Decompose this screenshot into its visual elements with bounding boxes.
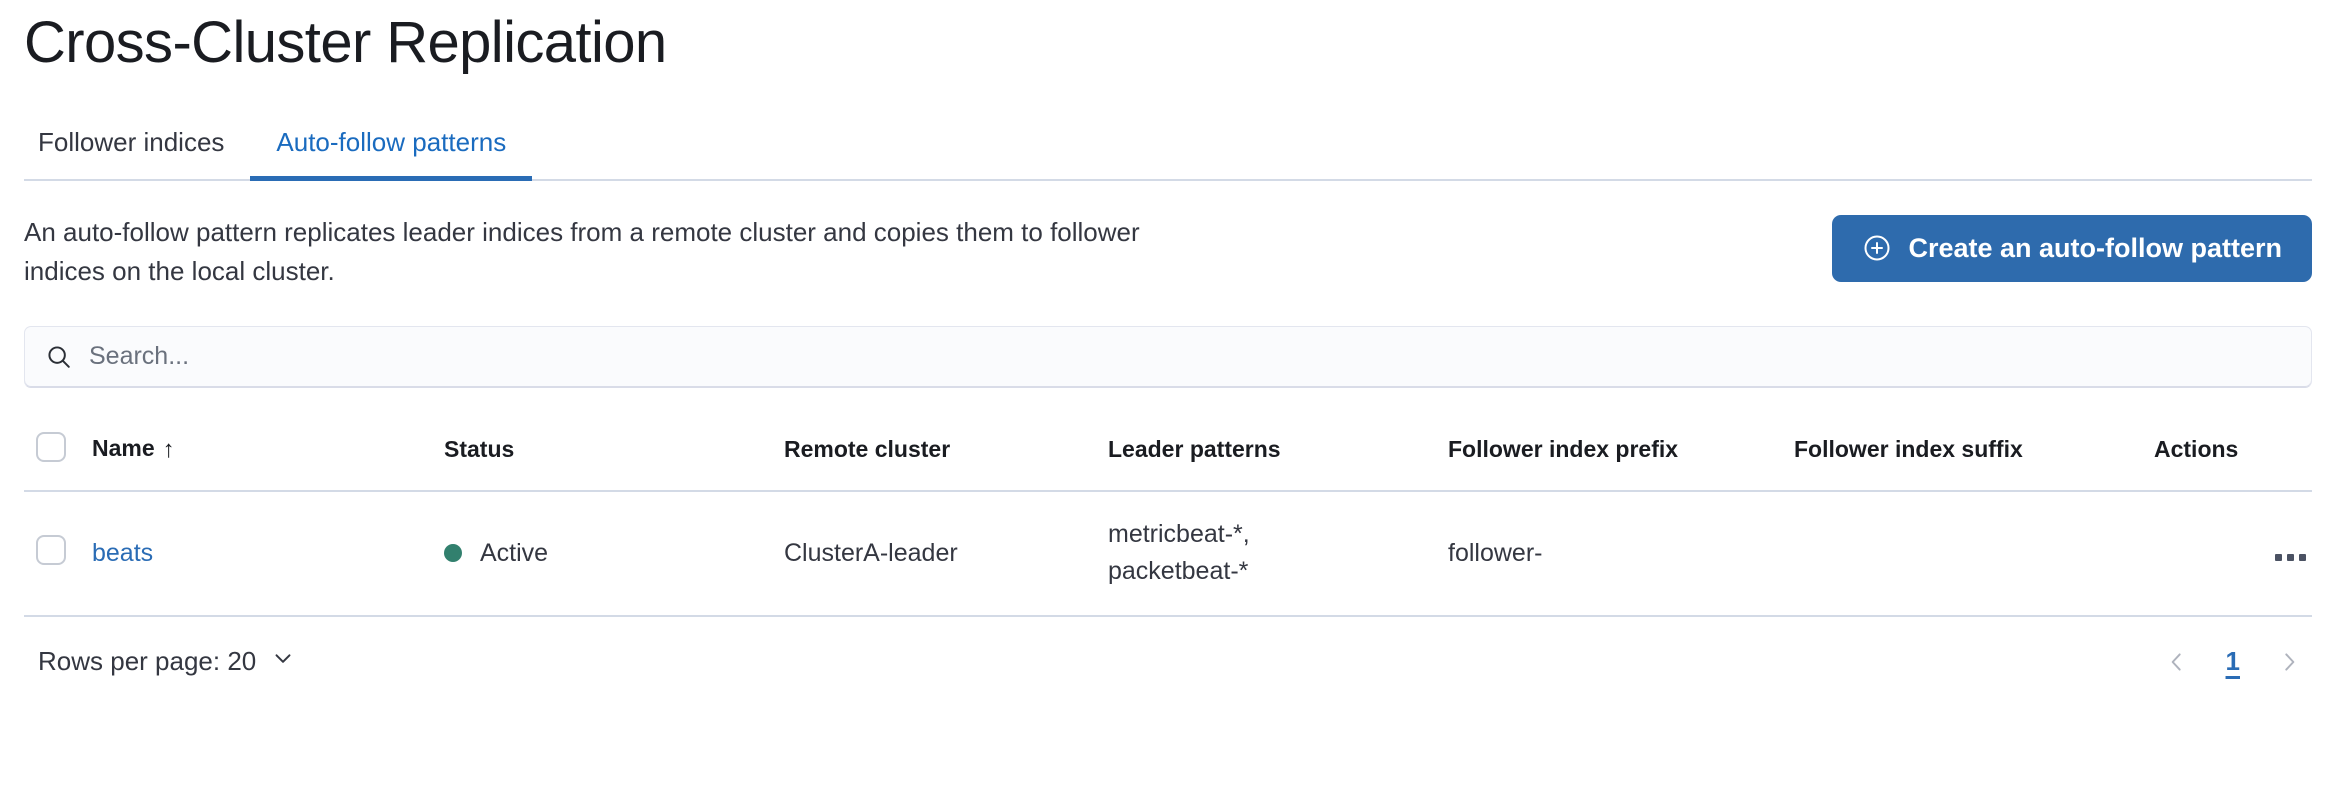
- column-header-label: Follower index suffix: [1794, 436, 2023, 463]
- cell-leader-patterns: metricbeat-*, packetbeat-*: [1108, 490, 1448, 617]
- status-label: Active: [480, 538, 549, 567]
- column-header-name[interactable]: Name ↑: [92, 417, 444, 492]
- intro-row: An auto-follow pattern replicates leader…: [24, 213, 2312, 292]
- tab-auto-follow-patterns[interactable]: Auto-follow patterns: [250, 126, 533, 181]
- rows-per-page-selector[interactable]: Rows per page: 20: [38, 645, 296, 678]
- leader-patterns-value: metricbeat-*, packetbeat-*: [1108, 519, 1250, 586]
- column-header-follower-index-prefix[interactable]: Follower index prefix: [1448, 417, 1794, 492]
- chevron-left-icon[interactable]: [2160, 645, 2194, 679]
- page-title: Cross-Cluster Replication: [24, 10, 667, 75]
- pattern-name-link[interactable]: beats: [92, 538, 154, 567]
- column-header-actions: Actions: [2154, 417, 2312, 492]
- sort-ascending-icon[interactable]: ↑: [162, 436, 175, 464]
- column-header-status[interactable]: Status: [444, 417, 784, 492]
- cell-status: Active: [444, 490, 784, 617]
- cell-follower-index-suffix: [1794, 490, 2154, 617]
- create-button-label: Create an auto-follow pattern: [1908, 232, 2282, 263]
- column-header-label: Leader patterns: [1108, 436, 1281, 463]
- cell-actions: [2154, 490, 2312, 617]
- column-header-label: Name: [92, 435, 155, 462]
- cell-name: beats: [92, 490, 444, 617]
- column-header-label: Status: [444, 436, 515, 463]
- table-header-row: Name ↑ Status Remote cluster Leader patte…: [24, 417, 2312, 492]
- row-select-checkbox[interactable]: [36, 534, 66, 565]
- tab-label: Follower indices: [38, 126, 225, 157]
- select-all-header: [24, 417, 92, 492]
- column-header-label: Actions: [2154, 436, 2239, 463]
- table-footer: Rows per page: 20 1: [24, 645, 2312, 679]
- pagination-page-1[interactable]: 1: [2225, 646, 2240, 677]
- row-select-cell: [24, 490, 92, 617]
- column-header-label: Follower index prefix: [1448, 436, 1679, 463]
- chevron-down-icon: [270, 645, 296, 678]
- tab-follower-indices[interactable]: Follower indices: [24, 129, 250, 179]
- search-input[interactable]: [89, 342, 2291, 372]
- column-header-leader-patterns[interactable]: Leader patterns: [1108, 417, 1448, 492]
- search-bar[interactable]: [24, 325, 2312, 388]
- ellipsis-horizontal-icon[interactable]: [2269, 548, 2312, 567]
- column-header-remote-cluster[interactable]: Remote cluster: [784, 417, 1108, 492]
- create-auto-follow-pattern-button[interactable]: Create an auto-follow pattern: [1832, 214, 2312, 282]
- search-icon: [45, 343, 73, 371]
- status-dot-icon: [444, 544, 462, 563]
- intro-description: An auto-follow pattern replicates leader…: [24, 216, 1140, 287]
- chevron-right-icon[interactable]: [2272, 645, 2306, 679]
- status-badge: Active: [444, 539, 784, 568]
- pagination: 1: [2160, 645, 2306, 679]
- table-row: beats Active ClusterA-leader metricbeat-…: [24, 490, 2312, 617]
- column-header-follower-index-suffix[interactable]: Follower index suffix: [1794, 417, 2154, 492]
- rows-per-page-label: Rows per page: 20: [38, 646, 257, 677]
- select-all-checkbox[interactable]: [36, 431, 66, 462]
- plus-in-circle-icon: [1862, 233, 1892, 263]
- auto-follow-patterns-table: Name ↑ Status Remote cluster Leader patte…: [24, 417, 2312, 617]
- tab-label: Auto-follow patterns: [276, 126, 507, 157]
- cell-follower-index-prefix: follower-: [1448, 490, 1794, 617]
- tab-bar: Follower indices Auto-follow patterns: [24, 113, 2312, 181]
- cell-remote-cluster: ClusterA-leader: [784, 490, 1108, 617]
- column-header-label: Remote cluster: [784, 436, 951, 463]
